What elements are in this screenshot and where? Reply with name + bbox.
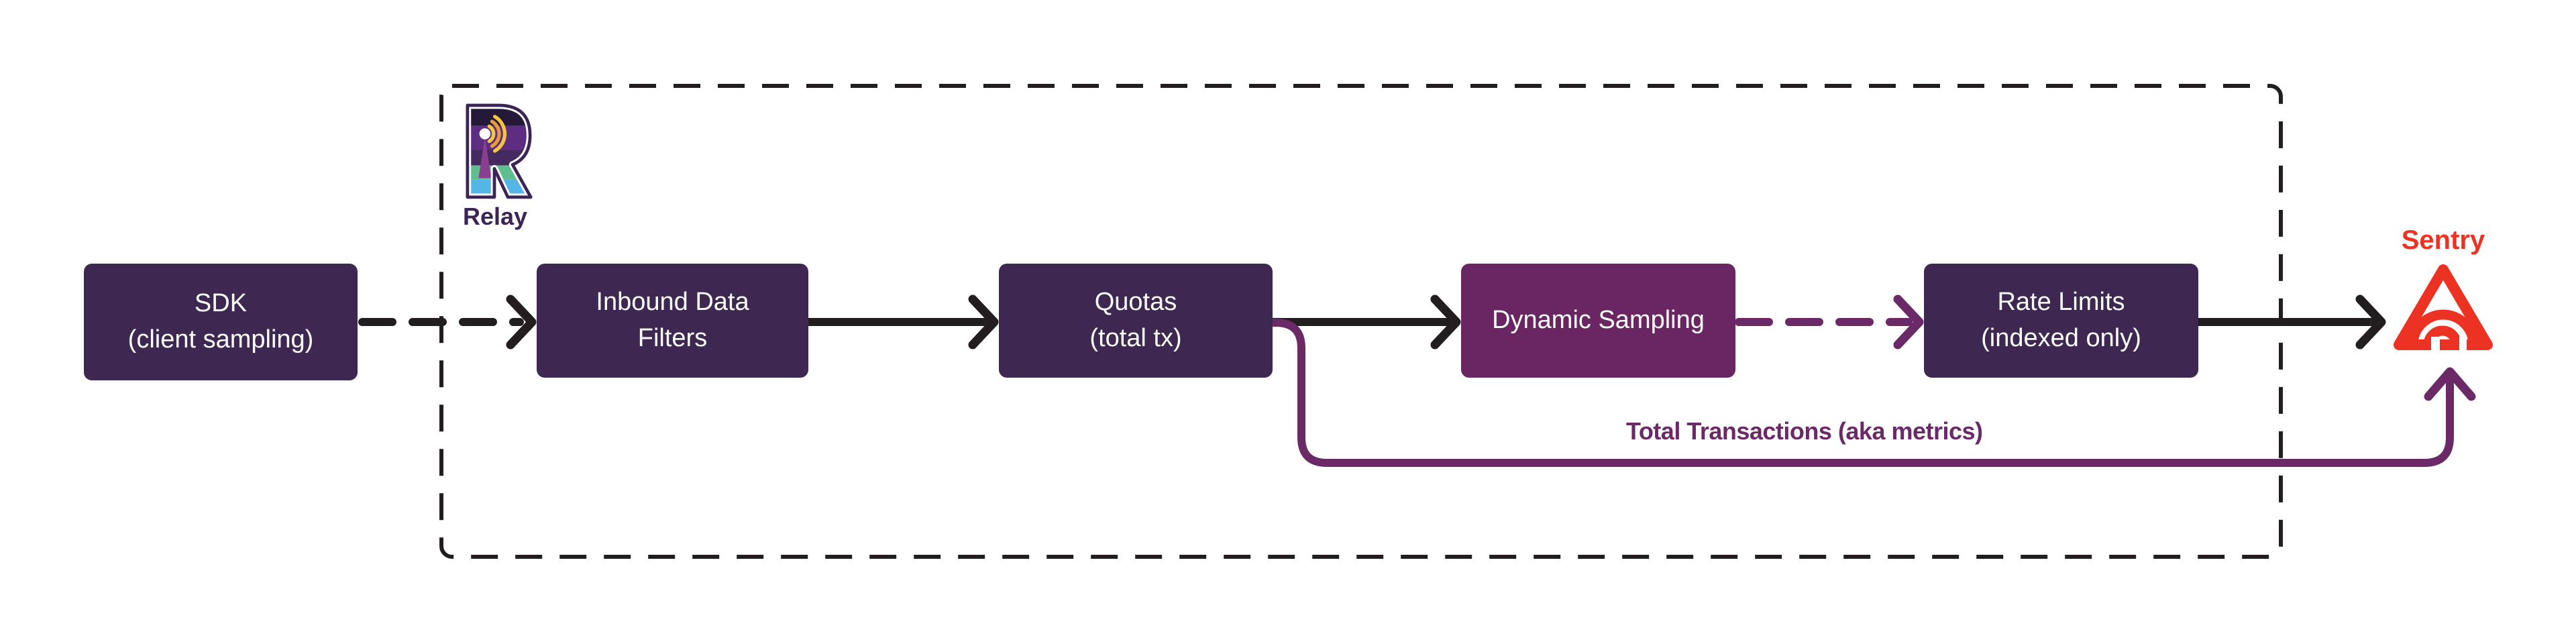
arrow-sdk-to-inbound-head bbox=[506, 294, 537, 350]
node-quotas: Quotas (total tx) bbox=[999, 264, 1273, 378]
node-dynamic-line1: Dynamic Sampling bbox=[1492, 306, 1705, 335]
node-rate-limits: Rate Limits (indexed only) bbox=[1924, 264, 2198, 378]
node-sdk: SDK (client sampling) bbox=[84, 264, 358, 380]
node-quotas-line1: Quotas bbox=[1094, 288, 1177, 317]
relay-logo-outline bbox=[466, 103, 533, 199]
node-dynamic-sampling: Dynamic Sampling bbox=[1461, 264, 1735, 378]
arrow-metrics-bypass-line bbox=[1269, 319, 2454, 467]
node-inbound-line1: Inbound Data bbox=[596, 288, 749, 317]
sentry-logo-triangle bbox=[2394, 264, 2493, 350]
metrics-flow-label: Total Transactions (aka metrics) bbox=[1626, 417, 1983, 445]
node-inbound-data-filters: Inbound Data Filters bbox=[537, 264, 808, 378]
relay-antenna-mast bbox=[478, 137, 492, 178]
arrow-ratelimits-to-sentry-head bbox=[2355, 294, 2386, 350]
node-quotas-line2: (total tx) bbox=[1089, 324, 1182, 352]
relay-label: Relay bbox=[462, 203, 528, 230]
node-inbound-line2: Filters bbox=[637, 324, 708, 352]
arrow-metrics-bypass-head bbox=[2424, 367, 2476, 401]
sentry-logo-icon bbox=[2394, 264, 2493, 352]
node-ratelimits-line1: Rate Limits bbox=[1997, 288, 2125, 317]
arrow-quotas-to-dynamic-head bbox=[1430, 294, 1461, 350]
sentry-logo-arc-large bbox=[2408, 309, 2479, 350]
relay-logo-icon bbox=[464, 101, 534, 201]
sentry-logo-arc-small bbox=[2423, 325, 2462, 350]
node-sdk-line1: SDK bbox=[194, 289, 248, 318]
node-ratelimits-line2: (indexed only) bbox=[1981, 324, 2141, 352]
sentry-label: Sentry bbox=[2401, 225, 2485, 255]
arrow-inbound-to-quotas-head bbox=[968, 294, 999, 350]
relay-antenna-dot bbox=[479, 128, 491, 140]
arrow-dynamic-to-ratelimits-head bbox=[1893, 294, 1924, 350]
node-sdk-line2: (client sampling) bbox=[127, 325, 314, 354]
